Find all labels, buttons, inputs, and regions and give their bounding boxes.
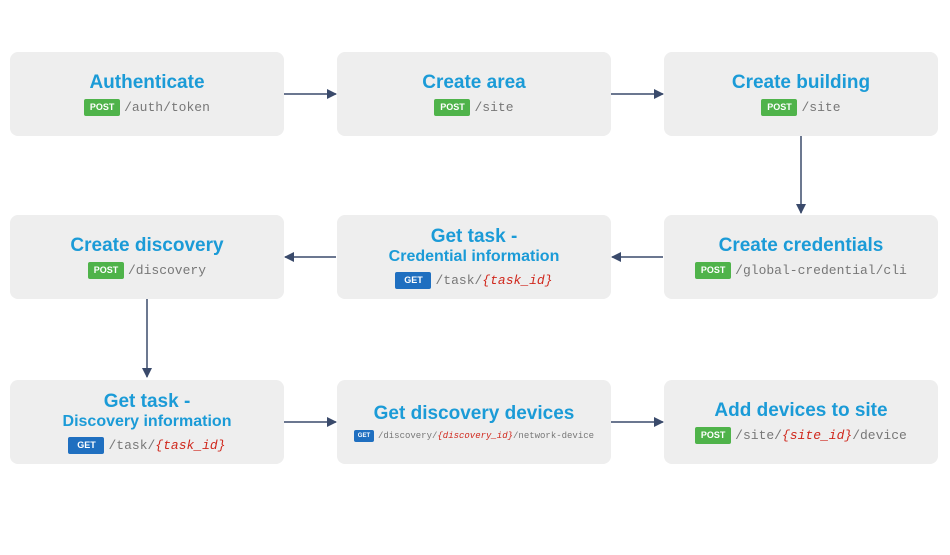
endpoint: POST /site bbox=[434, 99, 514, 116]
step-title: Get task - bbox=[430, 225, 518, 247]
endpoint-path-suffix: /network-device bbox=[513, 430, 595, 441]
method-badge: POST bbox=[695, 427, 732, 444]
endpoint-path: /task/ bbox=[108, 437, 156, 453]
endpoint: POST /auth/token bbox=[84, 99, 210, 116]
step-title: Create building bbox=[731, 72, 871, 93]
step-authenticate: Authenticate POST /auth/token bbox=[10, 52, 284, 136]
step-get-discovery-devices: Get discovery devices GET /discovery/{di… bbox=[337, 380, 611, 464]
step-create-credentials: Create credentials POST /global-credenti… bbox=[664, 215, 938, 299]
endpoint: POST /discovery bbox=[87, 262, 206, 279]
endpoint-path: /discovery/ bbox=[377, 430, 438, 441]
step-get-task-credential: Get task - Credential information GET /t… bbox=[337, 215, 611, 299]
method-badge: POST bbox=[87, 262, 124, 279]
endpoint-path: /discovery bbox=[127, 263, 206, 278]
endpoint-path: /auth/token bbox=[124, 100, 210, 115]
step-create-area: Create area POST /site bbox=[337, 52, 611, 136]
method-badge: POST bbox=[84, 99, 121, 116]
method-badge: GET bbox=[353, 429, 374, 442]
step-subtitle: Discovery information bbox=[62, 412, 232, 430]
endpoint-path: /site/ bbox=[735, 428, 782, 443]
path-param: {task_id} bbox=[155, 437, 226, 453]
step-title: Create discovery bbox=[70, 235, 224, 256]
path-param: {task_id} bbox=[482, 272, 553, 288]
step-create-discovery: Create discovery POST /discovery bbox=[10, 215, 284, 299]
step-get-task-discovery: Get task - Discovery information GET /ta… bbox=[10, 380, 284, 464]
method-badge: GET bbox=[395, 271, 432, 289]
endpoint: POST /site/{site_id}/device bbox=[695, 427, 907, 444]
endpoint: GET /discovery/{discovery_id}/network-de… bbox=[353, 429, 595, 442]
endpoint-path-suffix: /device bbox=[852, 428, 907, 443]
method-badge: GET bbox=[68, 436, 105, 454]
step-title: Add devices to site bbox=[714, 400, 888, 421]
endpoint: POST /global-credential/cli bbox=[695, 262, 907, 279]
endpoint-path: /task/ bbox=[435, 272, 483, 288]
method-badge: POST bbox=[695, 262, 732, 279]
step-title: Get discovery devices bbox=[373, 402, 575, 424]
path-param: {discovery_id} bbox=[437, 430, 514, 441]
endpoint: GET /task/{task_id} bbox=[68, 436, 226, 454]
method-badge: POST bbox=[761, 99, 798, 116]
step-create-building: Create building POST /site bbox=[664, 52, 938, 136]
endpoint-path: /site bbox=[474, 100, 514, 115]
step-subtitle: Credential information bbox=[388, 247, 560, 265]
step-title: Create area bbox=[422, 72, 526, 93]
endpoint-path: /global-credential/cli bbox=[735, 263, 907, 278]
method-badge: POST bbox=[434, 99, 471, 116]
step-title: Create credentials bbox=[718, 235, 884, 256]
endpoint-path: /site bbox=[801, 100, 841, 115]
endpoint: GET /task/{task_id} bbox=[395, 271, 553, 289]
step-add-devices-to-site: Add devices to site POST /site/{site_id}… bbox=[664, 380, 938, 464]
step-title: Authenticate bbox=[89, 72, 205, 93]
path-param: {site_id} bbox=[781, 428, 853, 443]
step-title: Get task - bbox=[103, 390, 191, 412]
endpoint: POST /site bbox=[761, 99, 841, 116]
